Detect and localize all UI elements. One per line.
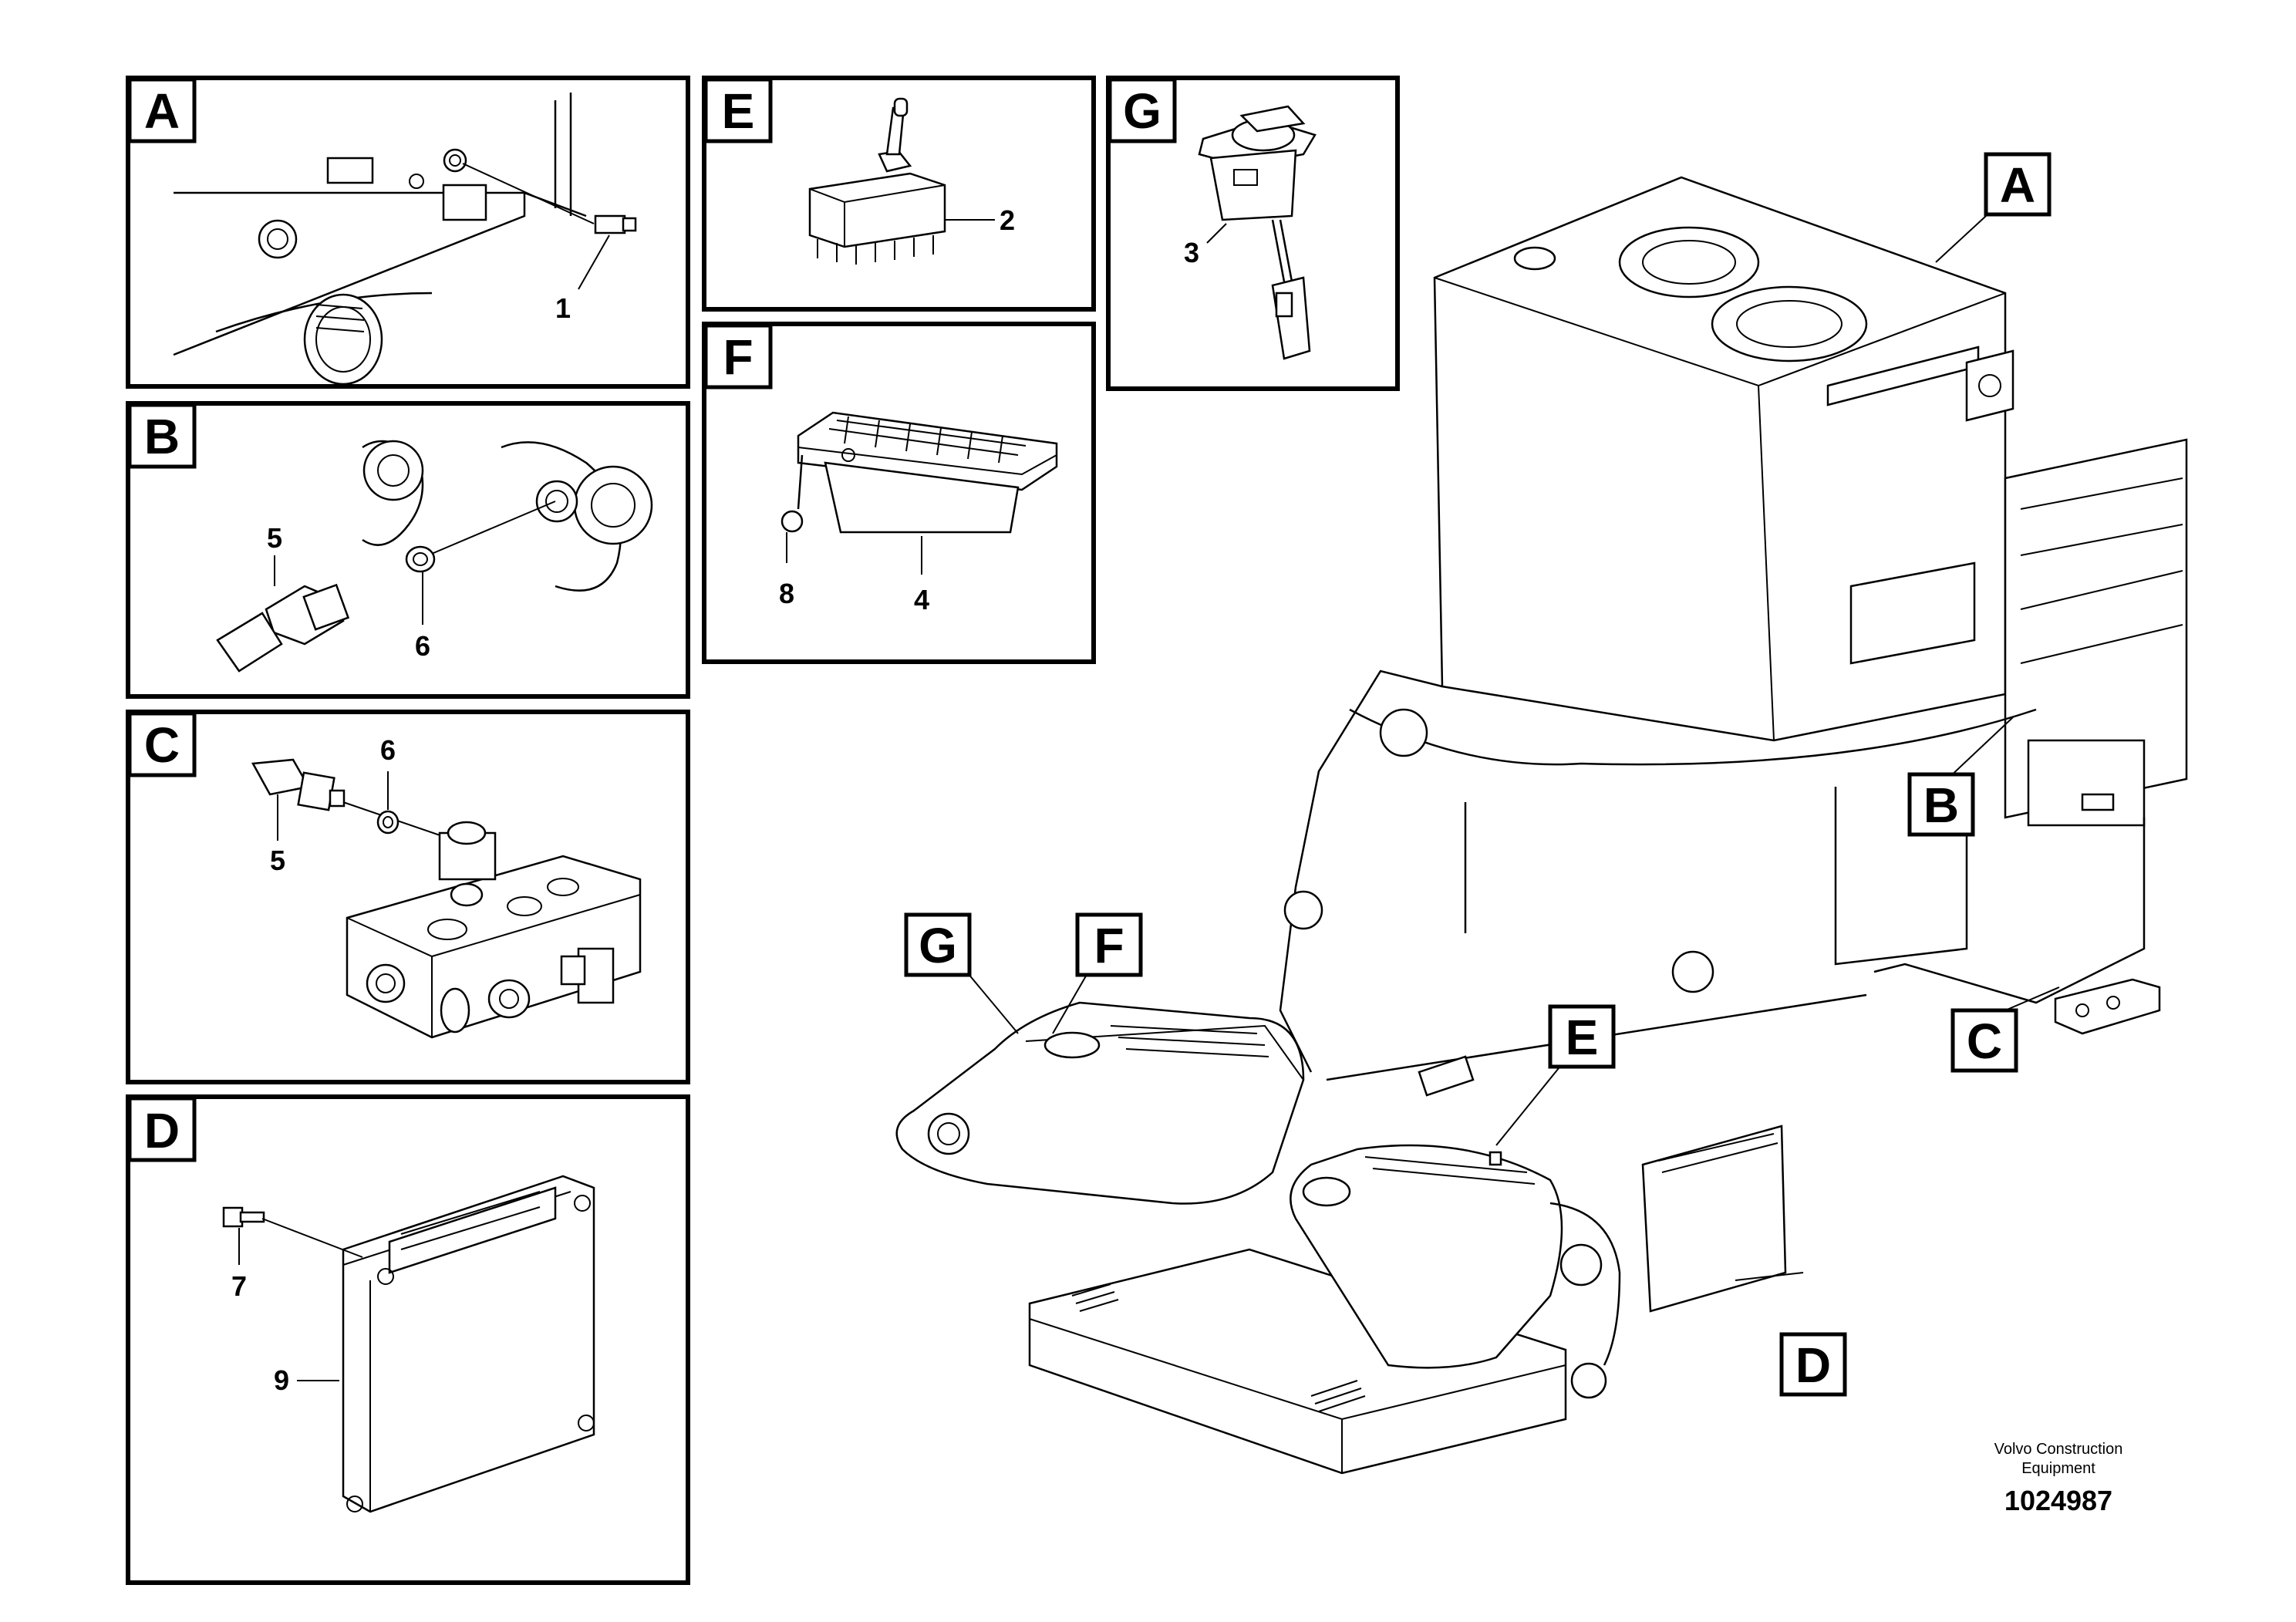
callout-6-b: 6	[415, 630, 430, 662]
panel-a: A 1	[126, 76, 690, 389]
panel-d: D 7 9	[126, 1094, 690, 1585]
callout-7: 7	[231, 1270, 247, 1302]
callout-4: 4	[914, 584, 929, 615]
callout-1: 1	[555, 292, 571, 324]
panel-b-letter: B	[144, 409, 180, 464]
svg-text:A: A	[2000, 157, 2035, 213]
svg-text:B: B	[1923, 777, 1959, 833]
company-name-line2: Equipment	[2021, 1460, 2095, 1477]
callout-9: 9	[274, 1364, 289, 1396]
overview-tag-e: E	[1548, 1004, 1616, 1069]
callout-2: 2	[1000, 204, 1015, 236]
svg-text:D: D	[1795, 1337, 1831, 1393]
overview-tag-g: G	[904, 912, 972, 977]
panel-c-letter: C	[144, 717, 180, 773]
callout-3: 3	[1184, 237, 1199, 268]
panel-b: B 5 6	[126, 401, 690, 699]
panel-f: F 8 4	[702, 322, 1096, 664]
overview-tag-d: D	[1779, 1332, 1847, 1397]
panel-a-letter: A	[144, 83, 180, 139]
drawing-number: 1024987	[2004, 1485, 2112, 1516]
svg-text:G: G	[919, 918, 957, 973]
overview-tag-f: F	[1075, 912, 1143, 977]
callout-8: 8	[779, 578, 794, 609]
panel-g-letter: G	[1123, 83, 1161, 139]
company-name-line1: Volvo Construction	[1994, 1441, 2123, 1458]
overview-tag-c: C	[1950, 1008, 2018, 1073]
svg-text:E: E	[1566, 1010, 1599, 1065]
panel-g: G 3	[1106, 76, 1400, 391]
overview-tag-b: B	[1907, 772, 1975, 837]
overview-drawing	[895, 176, 2188, 1475]
callout-5-c: 5	[270, 845, 285, 876]
callout-6-c: 6	[380, 734, 396, 766]
overview-tag-a: A	[1984, 152, 2052, 217]
panel-d-letter: D	[144, 1103, 180, 1158]
svg-text:F: F	[1094, 918, 1124, 973]
panel-c: C 6 5	[126, 710, 690, 1084]
callout-5-b: 5	[267, 522, 282, 554]
footer-block: Volvo Construction Equipment 1024987	[1994, 1441, 2123, 1516]
svg-text:C: C	[1967, 1013, 2002, 1069]
panel-e: E 2	[702, 76, 1096, 312]
panel-f-letter: F	[723, 329, 753, 385]
panel-e-letter: E	[722, 83, 755, 139]
